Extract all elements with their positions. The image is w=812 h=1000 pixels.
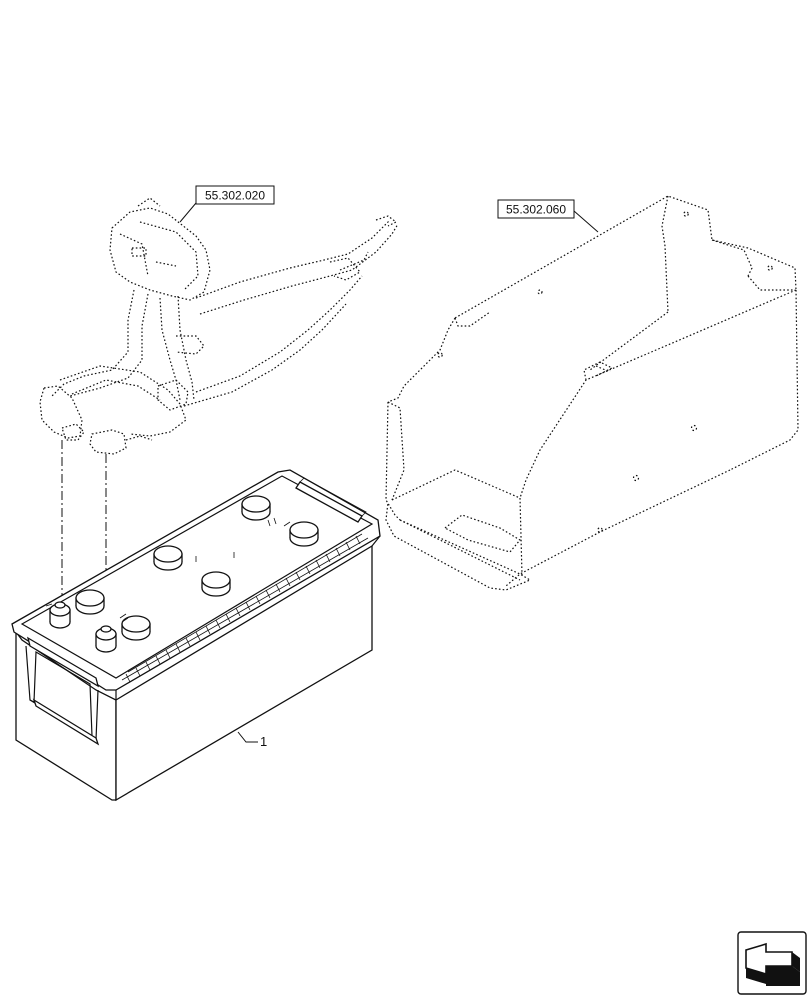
tray-ref-callout[interactable]: 55.302.060 [497, 199, 575, 219]
vent-cap [153, 545, 183, 571]
vent-cap [75, 589, 105, 615]
battery-terminal-post-left [49, 601, 71, 629]
vent-cap [201, 571, 231, 597]
polarity-marks [45, 517, 291, 623]
harness-callout-leader [179, 202, 197, 223]
battery [11, 469, 381, 802]
battery-vent-caps [75, 495, 319, 641]
wiring-harness [39, 197, 399, 455]
tray-ref-text: 55.302.060 [506, 203, 566, 217]
battery-item-number: 1 [260, 734, 267, 749]
harness-ref-text: 55.302.020 [205, 189, 265, 203]
battery-tray [385, 195, 799, 591]
vent-cap [289, 521, 319, 547]
vent-ribs [125, 535, 361, 683]
harness-ref-callout[interactable]: 55.302.020 [195, 185, 275, 205]
battery-terminal-post-right [95, 625, 117, 653]
vent-cap [241, 495, 271, 521]
tray-callout-leader [573, 210, 599, 233]
arrow-navigation-icon[interactable] [737, 931, 807, 995]
vent-cap [121, 615, 151, 641]
battery-item-leader [237, 731, 258, 743]
